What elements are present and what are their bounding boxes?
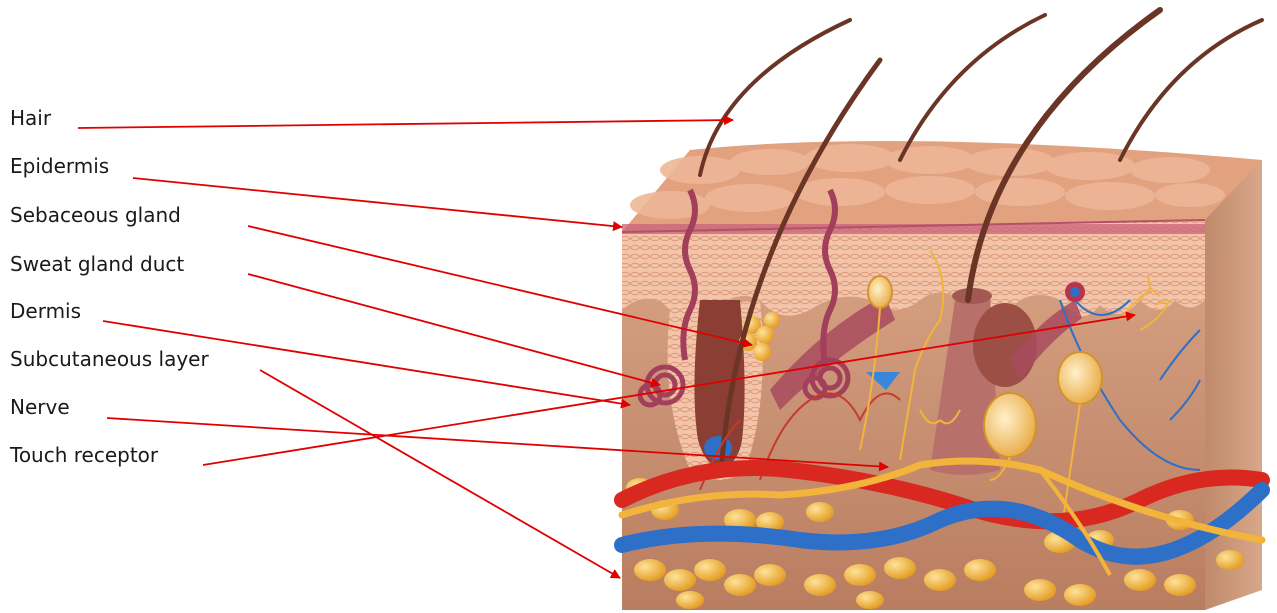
arrow-sweat-gland-duct <box>248 274 660 385</box>
skin-block <box>622 10 1262 610</box>
label-dermis: Dermis <box>10 301 81 321</box>
arrow-subcutaneous-layer <box>260 370 620 578</box>
receptor <box>868 276 892 308</box>
pacinian-corpuscle <box>984 393 1036 457</box>
label-nerve: Nerve <box>10 397 70 417</box>
label-hair: Hair <box>10 108 51 128</box>
label-sebaceous-gland: Sebaceous gland <box>10 205 181 225</box>
receptor <box>1058 352 1102 404</box>
arrow-epidermis <box>133 178 622 227</box>
label-touch-receptor: Touch receptor <box>10 445 158 465</box>
label-sweat-gland-duct: Sweat gland duct <box>10 254 184 274</box>
label-subcutaneous-layer: Subcutaneous layer <box>10 349 209 369</box>
arrow-hair <box>78 120 733 128</box>
label-epidermis: Epidermis <box>10 156 109 176</box>
